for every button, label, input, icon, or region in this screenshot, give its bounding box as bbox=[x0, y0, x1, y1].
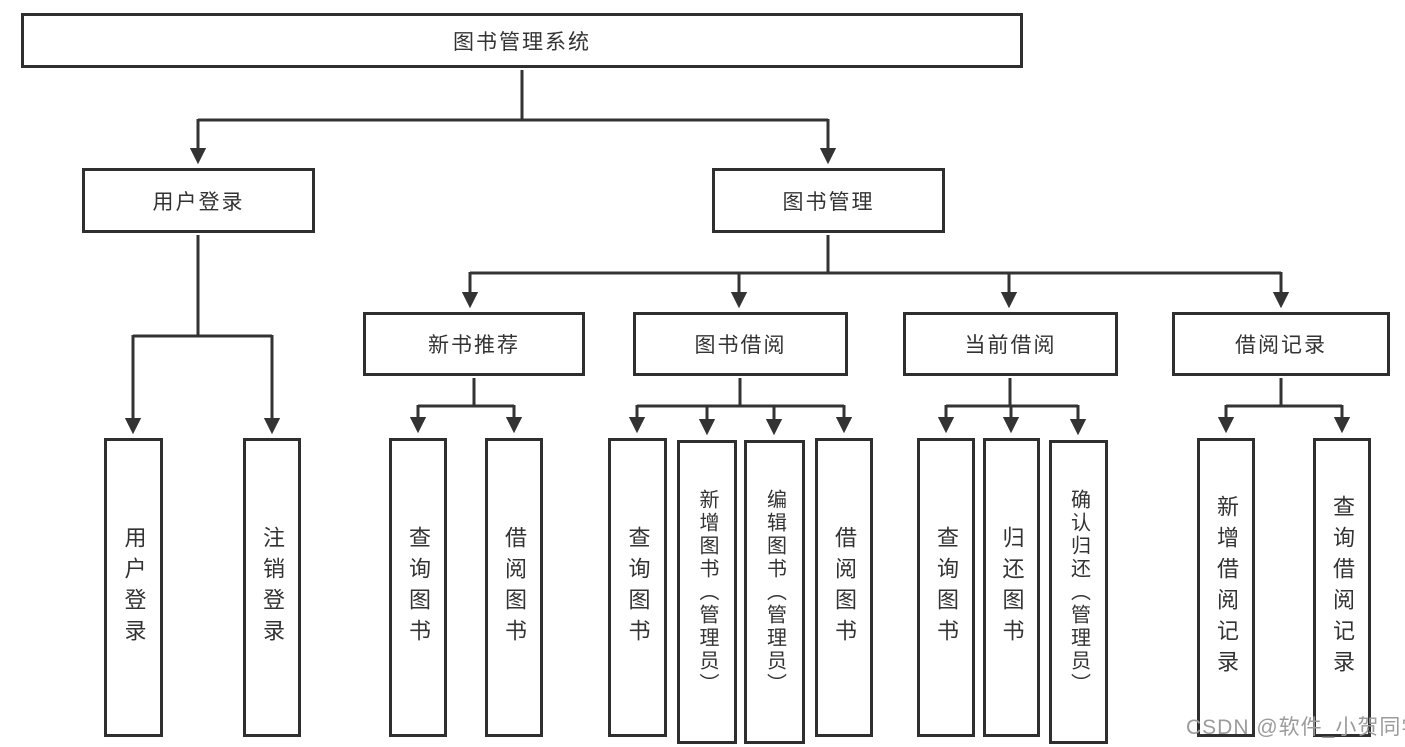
leaf-borrowing-query-books-label: 查询图书 bbox=[625, 525, 651, 650]
node-current-borrowing-label: 当前借阅 bbox=[964, 334, 1057, 357]
connector-book-mgmt-rail bbox=[470, 235, 1281, 275]
connector-borrow-records-rail bbox=[1226, 378, 1342, 408]
connector-current-borrow-rail bbox=[946, 378, 1078, 408]
leaf-borrowing-borrow-books: 借阅图书 bbox=[815, 438, 873, 737]
leaf-borrowing-add-books-admin: 新增图书（管理员） bbox=[677, 440, 737, 744]
node-book-management: 图书管理 bbox=[712, 168, 945, 233]
leaf-borrowing-edit-books-admin-label: 编辑图书（管理员） bbox=[763, 488, 786, 696]
node-book-management-label: 图书管理 bbox=[782, 190, 875, 214]
leaf-current-return-books-label: 归还图书 bbox=[999, 525, 1025, 650]
leaf-borrowing-add-books-admin-label: 新增图书（管理员） bbox=[696, 488, 718, 696]
leaf-current-confirm-return-admin-label: 确认归还（管理员） bbox=[1067, 488, 1090, 696]
leaf-recommend-borrow-books-label: 借阅图书 bbox=[502, 525, 527, 650]
leaf-user-login-label: 用户登录 bbox=[121, 525, 147, 650]
node-borrow-records-label: 借阅记录 bbox=[1235, 334, 1327, 357]
leaf-logout: 注销登录 bbox=[243, 438, 301, 737]
node-new-book-recommend: 新书推荐 bbox=[363, 312, 585, 376]
leaf-recommend-query-books: 查询图书 bbox=[389, 438, 447, 737]
node-user-login: 用户登录 bbox=[82, 168, 315, 233]
connector-new-book-rec-rail bbox=[418, 378, 514, 408]
leaf-recommend-query-books-label: 查询图书 bbox=[406, 525, 431, 650]
leaf-current-confirm-return-admin: 确认归还（管理员） bbox=[1049, 440, 1108, 744]
node-borrow-records: 借阅记录 bbox=[1172, 312, 1390, 376]
node-root-label: 图书管理系统 bbox=[453, 30, 591, 54]
leaf-borrowing-query-books: 查询图书 bbox=[608, 438, 667, 737]
leaf-current-return-books: 归还图书 bbox=[983, 438, 1040, 737]
leaf-records-add-record: 新增借阅记录 bbox=[1197, 438, 1255, 737]
csdn-watermark: CSDN @软件_小贺同学 bbox=[1186, 716, 1405, 739]
leaf-current-query-books: 查询图书 bbox=[917, 438, 975, 737]
node-book-borrowing-label: 图书借阅 bbox=[694, 334, 787, 357]
leaf-user-login: 用户登录 bbox=[104, 438, 163, 737]
leaf-logout-label: 注销登录 bbox=[260, 525, 285, 650]
node-new-book-recommend-label: 新书推荐 bbox=[428, 334, 520, 357]
node-user-login-label: 用户登录 bbox=[152, 190, 245, 214]
leaf-borrowing-edit-books-admin: 编辑图书（管理员） bbox=[744, 440, 805, 744]
node-book-borrowing: 图书借阅 bbox=[633, 312, 848, 376]
connector-book-borrow-rail bbox=[637, 378, 844, 408]
leaf-records-query-record-label: 查询借阅记录 bbox=[1330, 494, 1355, 681]
connector-root-rail bbox=[198, 70, 828, 122]
leaf-borrowing-borrow-books-label: 借阅图书 bbox=[832, 525, 857, 650]
leaf-records-add-record-label: 新增借阅记录 bbox=[1214, 494, 1239, 681]
connector-user-login-rail bbox=[133, 235, 272, 338]
leaf-current-query-books-label: 查询图书 bbox=[934, 525, 959, 650]
node-root-library-system: 图书管理系统 bbox=[21, 13, 1023, 68]
leaf-recommend-borrow-books: 借阅图书 bbox=[485, 438, 543, 737]
node-current-borrowing: 当前借阅 bbox=[903, 312, 1118, 376]
leaf-records-query-record: 查询借阅记录 bbox=[1313, 438, 1371, 737]
